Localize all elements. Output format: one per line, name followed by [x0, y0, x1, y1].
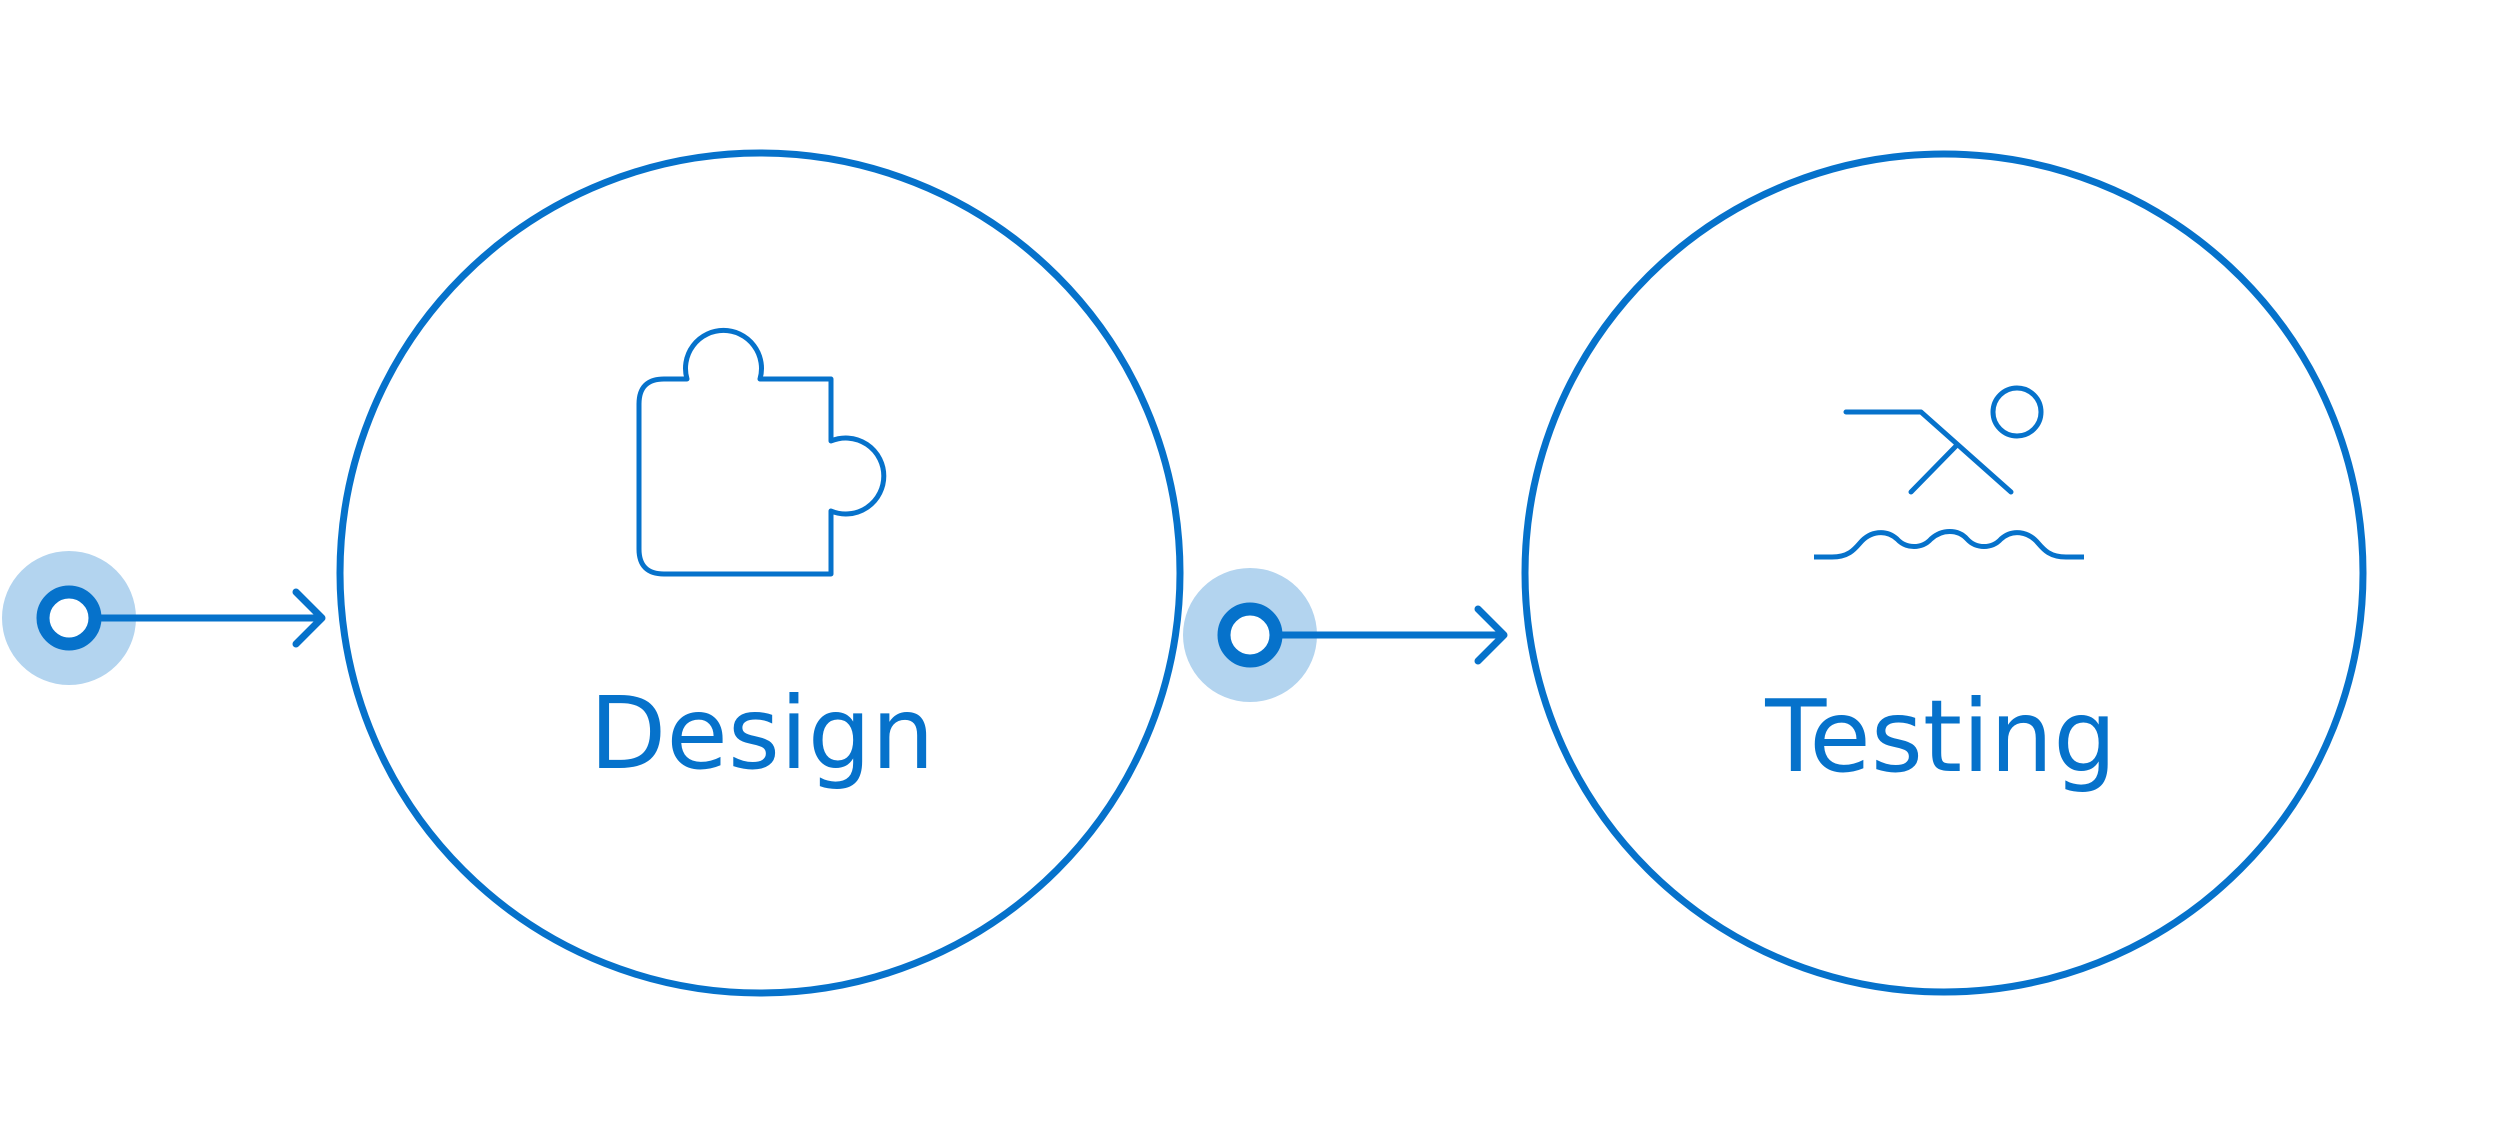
stage-label-testing: Testing: [1764, 678, 2117, 795]
stage-circle: [1521, 150, 2367, 996]
stage-design: Design: [336, 149, 1184, 997]
stage-label-design: Design: [589, 675, 934, 792]
arrow-right-icon: [1474, 605, 1508, 665]
puzzle-piece-icon: [636, 327, 887, 577]
connector-start: [2, 551, 326, 685]
connector-middle: [1183, 568, 1508, 702]
arrow-right-icon: [292, 588, 326, 648]
node-ring: [36, 585, 102, 651]
node-ring: [1217, 602, 1283, 668]
stage-testing: Testing: [1521, 150, 2367, 996]
swimmer-icon: [1814, 385, 2084, 560]
